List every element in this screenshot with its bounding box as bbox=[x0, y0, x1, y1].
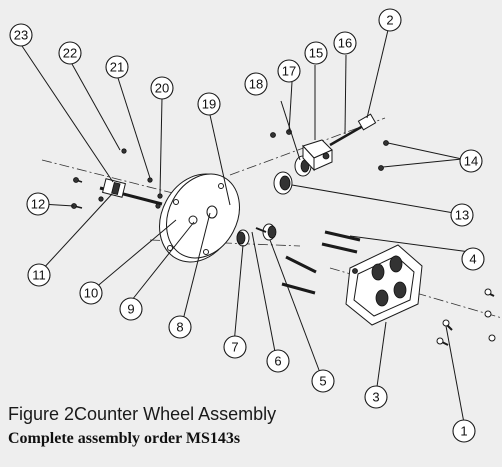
svg-text:7: 7 bbox=[231, 340, 238, 355]
callout-16: 16 bbox=[333, 31, 357, 55]
callout-19: 19 bbox=[197, 92, 221, 116]
svg-text:16: 16 bbox=[338, 36, 352, 51]
callout-23: 23 bbox=[9, 23, 33, 47]
callout-3: 3 bbox=[364, 385, 388, 409]
callout-18: 18 bbox=[244, 72, 268, 96]
callout-7: 7 bbox=[223, 335, 247, 359]
callout-5: 5 bbox=[311, 369, 335, 393]
svg-text:22: 22 bbox=[63, 46, 77, 61]
svg-text:18: 18 bbox=[249, 77, 263, 92]
callout-12: 12 bbox=[26, 192, 50, 216]
svg-text:5: 5 bbox=[319, 374, 326, 389]
svg-text:4: 4 bbox=[469, 252, 476, 267]
callout-10: 10 bbox=[79, 281, 103, 305]
callout-15: 15 bbox=[304, 41, 328, 65]
figure-subtitle: Complete assembly order MS143s bbox=[8, 430, 241, 447]
callout-11: 11 bbox=[27, 263, 51, 287]
callout-13: 13 bbox=[450, 203, 474, 227]
svg-text:3: 3 bbox=[372, 390, 379, 405]
callout-1: 1 bbox=[452, 419, 476, 443]
svg-text:11: 11 bbox=[32, 268, 46, 283]
callout-9: 9 bbox=[119, 297, 143, 321]
callout-14: 14 bbox=[459, 149, 483, 173]
svg-text:10: 10 bbox=[84, 286, 98, 301]
svg-text:14: 14 bbox=[464, 154, 478, 169]
svg-text:21: 21 bbox=[110, 60, 124, 75]
svg-text:19: 19 bbox=[202, 97, 216, 112]
counter-wheel-plate bbox=[159, 173, 240, 263]
svg-text:8: 8 bbox=[176, 320, 183, 335]
svg-text:17: 17 bbox=[282, 64, 296, 79]
center-lines bbox=[41, 117, 502, 319]
callout-22: 22 bbox=[58, 41, 82, 65]
callout-4: 4 bbox=[461, 247, 485, 271]
small-gears bbox=[206, 205, 277, 247]
counter-frame bbox=[345, 244, 423, 326]
callout-2: 2 bbox=[378, 8, 402, 32]
bracket-block bbox=[302, 139, 333, 172]
svg-text:13: 13 bbox=[455, 208, 469, 223]
callout-8: 8 bbox=[168, 315, 192, 339]
svg-text:9: 9 bbox=[127, 302, 134, 317]
svg-text:2: 2 bbox=[386, 13, 393, 28]
callout-21: 21 bbox=[105, 55, 129, 79]
figure-title-text: Counter Wheel Assembly bbox=[74, 404, 277, 424]
leader-lines bbox=[21, 29, 471, 424]
right-screws bbox=[436, 288, 496, 346]
long-shaft bbox=[99, 178, 163, 206]
svg-text:15: 15 bbox=[309, 46, 323, 61]
callout-6: 6 bbox=[266, 349, 290, 373]
svg-text:6: 6 bbox=[274, 354, 281, 369]
callout-20: 20 bbox=[150, 76, 174, 100]
svg-text:1: 1 bbox=[460, 424, 467, 439]
figure-label: Figure 2 bbox=[8, 404, 75, 424]
svg-text:23: 23 bbox=[14, 28, 28, 43]
svg-text:20: 20 bbox=[155, 81, 169, 96]
callout-17: 17 bbox=[277, 59, 301, 83]
upper-gear-cluster bbox=[273, 155, 312, 195]
figure-title: Figure 2Counter Wheel Assembly bbox=[8, 404, 276, 425]
svg-text:12: 12 bbox=[31, 197, 45, 212]
